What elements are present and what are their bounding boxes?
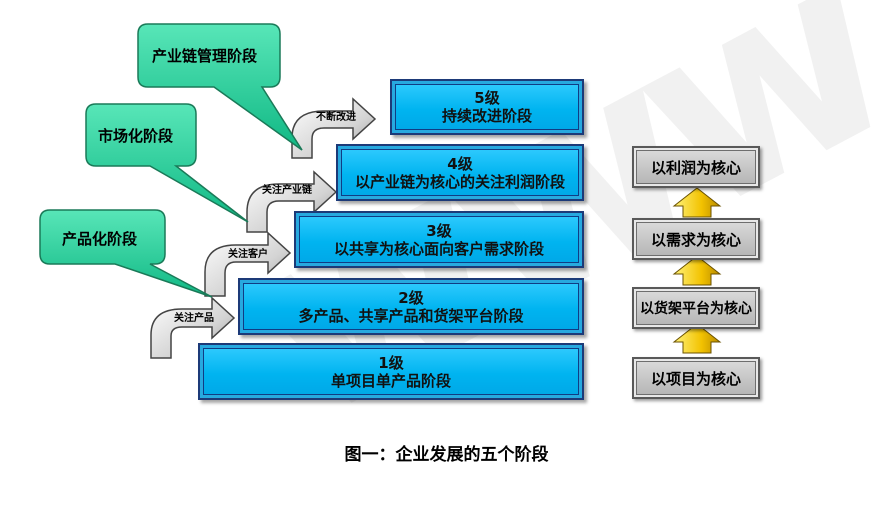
arrow-continuous-improve — [291, 97, 377, 159]
callout-chain-management — [137, 23, 303, 151]
level-5-number: 5级 — [474, 89, 500, 107]
up-arrow-3 — [672, 187, 722, 218]
level-2-box: 2级 多产品、共享产品和货架平台阶段 — [238, 278, 584, 335]
up-arrow-2 — [672, 255, 722, 286]
level-4-name: 以产业链为核心的关注利润阶段 — [354, 172, 565, 191]
core-profit: 以利润为核心 — [632, 146, 760, 188]
label-focus-customer: 关注客户 — [228, 249, 268, 260]
callout-productization — [39, 209, 213, 298]
stage-marketization: 市场化阶段 — [98, 127, 174, 145]
level-4-box: 4级 以产业链为核心的关注利润阶段 — [336, 144, 584, 201]
level-1-name: 单项目单产品阶段 — [330, 371, 451, 390]
level-3-number: 3级 — [426, 221, 452, 240]
level-3-box: 3级 以共享为核心面向客户需求阶段 — [294, 211, 584, 268]
level-5-box: 5级 持续改进阶段 — [390, 79, 584, 135]
stage-productization: 产品化阶段 — [62, 230, 138, 248]
level-1-box: 1级 单项目单产品阶段 — [198, 343, 584, 400]
arrow-focus-customer — [204, 231, 292, 297]
up-arrow-1 — [672, 323, 722, 354]
core-shelf-platform: 以货架平台为核心 — [632, 287, 760, 329]
level-2-number: 2级 — [398, 288, 424, 307]
callout-marketization — [85, 103, 249, 223]
label-continuous-improve: 不断改进 — [316, 112, 356, 123]
label-focus-chain: 关注产业链 — [262, 185, 312, 196]
core-demand: 以需求为核心 — [632, 218, 760, 260]
level-3-name: 以共享为核心面向客户需求阶段 — [333, 239, 544, 258]
level-1-number: 1级 — [378, 353, 404, 372]
figure-caption: 图一：企业发展的五个阶段 — [344, 445, 549, 465]
core-project: 以项目为核心 — [632, 357, 760, 399]
level-2-name: 多产品、共享产品和货架平台阶段 — [298, 306, 524, 325]
level-5-name: 持续改进阶段 — [441, 107, 532, 125]
arrow-focus-product — [150, 296, 236, 359]
arrow-focus-chain — [246, 170, 338, 233]
stage-chain-management: 产业链管理阶段 — [152, 47, 258, 65]
level-4-number: 4级 — [447, 154, 473, 173]
label-focus-product: 关注产品 — [174, 313, 214, 324]
